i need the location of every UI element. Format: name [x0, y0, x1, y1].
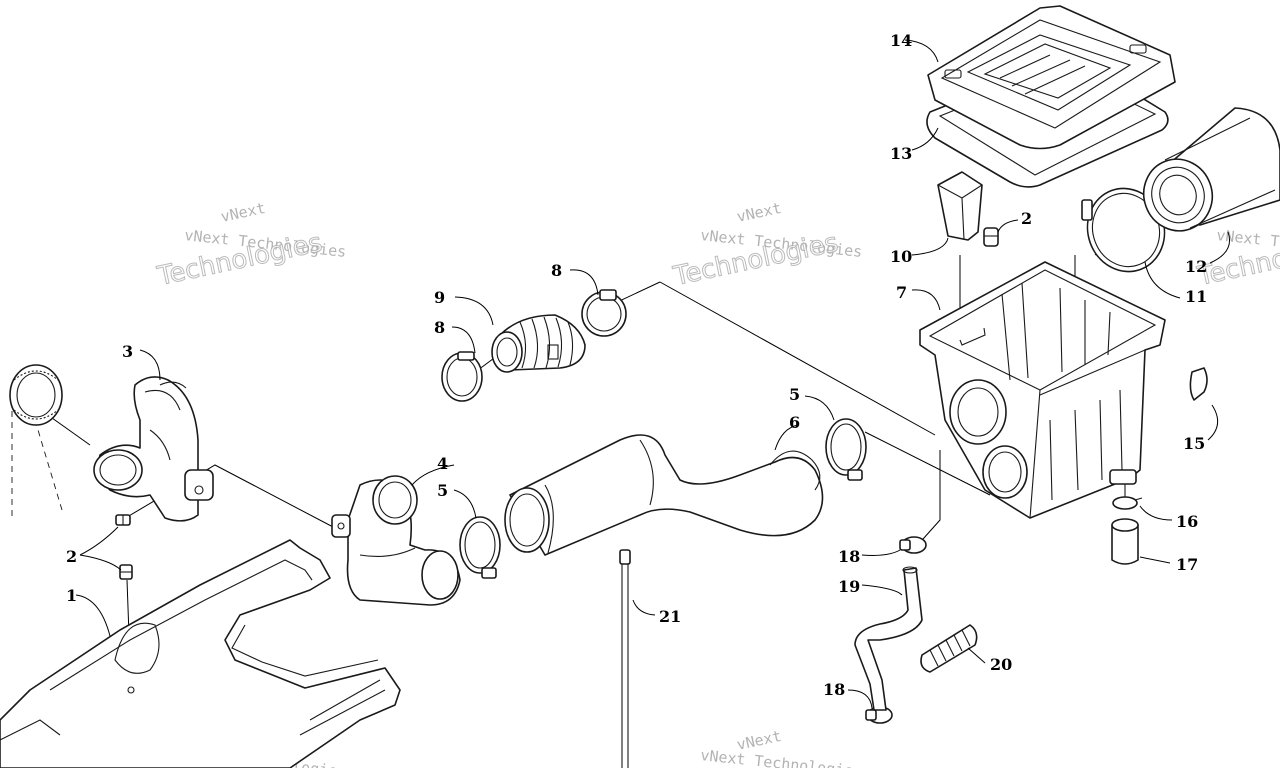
part-14-lid: [927, 5, 1176, 150]
part-21-tie-strap: [619, 549, 631, 768]
callout-18-upper: 18: [838, 547, 860, 566]
part-10-filter-insert: [937, 171, 983, 241]
callout-10: 10: [890, 247, 912, 266]
watermark-center: vNext vNext Technologies Technologies: [670, 199, 863, 293]
part-8-clamp-left: [441, 351, 483, 402]
svg-text:vNext Technologies: vNext Technologies: [700, 746, 864, 768]
part-18-clamp-upper: [899, 536, 927, 554]
callout-8-left: 8: [434, 318, 445, 337]
part-2-screw-lower: [119, 564, 133, 580]
svg-text:vNext: vNext: [219, 199, 267, 226]
part-2-screw-right: [983, 227, 999, 247]
callout-17: 17: [1176, 555, 1198, 574]
part-19-drain-hose: [854, 566, 923, 711]
part-9-bellows-coupler: [491, 314, 586, 373]
part-20-flex-hose: [920, 624, 978, 673]
part-12-air-filter: [1142, 107, 1280, 232]
watermark-left: vNext vNext Technologies Technologies: [154, 199, 347, 293]
callout-12: 12: [1185, 257, 1207, 276]
callout-5-right: 5: [789, 385, 800, 404]
callout-9: 9: [434, 288, 445, 307]
part-6-intake-tube: [504, 434, 824, 556]
part-1-lower-duct: [0, 539, 401, 768]
callout-2-left: 2: [66, 547, 77, 566]
callout-4: 4: [437, 454, 448, 473]
callout-5-left: 5: [437, 481, 448, 500]
callout-14: 14: [890, 31, 912, 50]
callout-3: 3: [122, 342, 133, 361]
part-11-band-clamp: [1081, 187, 1166, 273]
callout-19: 19: [838, 577, 860, 596]
part-17-drain-plug: [1111, 518, 1139, 565]
part-8-clamp-right: [581, 289, 627, 337]
callout-11: 11: [1185, 287, 1207, 306]
part-5-clamp-right: [825, 418, 867, 481]
left-intake-ring: [9, 364, 63, 426]
callout-6: 6: [789, 413, 800, 432]
part-16-clamp: [1112, 496, 1143, 510]
callout-16: 16: [1176, 512, 1198, 531]
callout-18-lower: 18: [823, 680, 845, 699]
part-5-clamp-left: [459, 516, 501, 579]
callout-labels: 1 2 2 3 4 5 5 6 7 8 8 9 10 11 12 13 14 1…: [66, 31, 1207, 699]
callout-8-right: 8: [551, 261, 562, 280]
callout-leaders: [75, 39, 1230, 709]
callout-13: 13: [890, 144, 912, 163]
part-4-elbow-duct: [331, 475, 461, 606]
callout-7: 7: [896, 283, 907, 302]
part-3-elbow-duct: [93, 376, 214, 522]
callout-21: 21: [659, 607, 681, 626]
part-2-screw-upper: [115, 514, 131, 526]
callout-2-right: 2: [1021, 209, 1032, 228]
callout-15: 15: [1183, 434, 1205, 453]
part-15-clip: [1189, 367, 1208, 401]
svg-text:vNext: vNext: [735, 199, 783, 226]
callout-1: 1: [66, 586, 77, 605]
watermark-bottom-center: vNext vNext Technologies: [700, 727, 864, 768]
part-7-airbox: [919, 261, 1166, 519]
part-18-clamp-lower: [865, 706, 893, 724]
callout-20: 20: [990, 655, 1012, 674]
